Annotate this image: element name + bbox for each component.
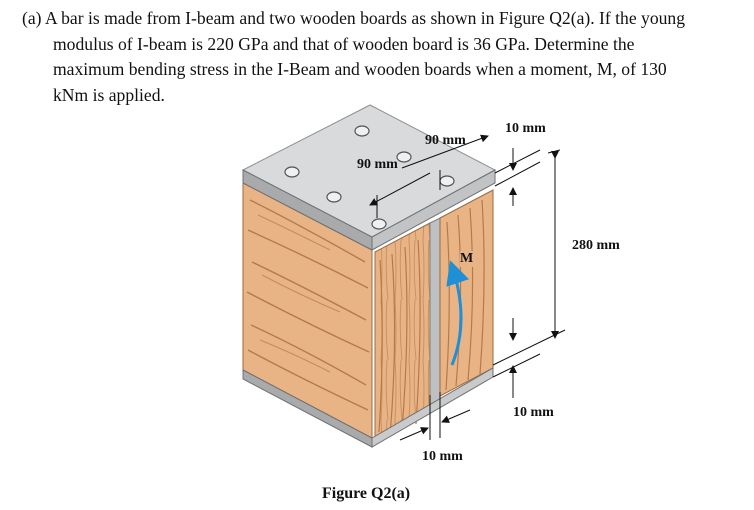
i-beam-web [429,217,441,411]
problem-line-1: (a) A bar is made from I-beam and two wo… [22,8,686,28]
problem-line-3: maximum bending stress in the I-Beam and… [53,59,667,79]
bolt-icon [284,166,300,178]
right-wood-board-side [439,189,494,397]
label-90mm-top: 90 mm [425,133,466,148]
bolt-icon [326,191,342,203]
label-90mm-left: 90 mm [357,157,398,172]
dim-90mm-top [401,134,489,190]
dim-10mm-top-flange [494,148,541,206]
dim-10mm-web [399,392,471,441]
dim-90mm-left [369,172,431,218]
bolt-icon [396,151,412,163]
label-10mm-top-flange: 10 mm [505,121,546,136]
moment-arrow [446,260,470,366]
right-wood-board-front [374,222,431,441]
bolt-icon [354,125,370,137]
label-10mm-bottom-flange: 10 mm [513,405,554,420]
dim-280mm-height [492,149,566,366]
bolt-icon [439,175,455,187]
figure-caption: Figure Q2(a) [322,485,411,502]
problem-line-2: modulus of I-beam is 220 GPa and that of… [53,33,635,54]
bolt-icon [371,218,387,230]
label-280mm: 280 mm [572,238,620,253]
left-wood-board [242,182,373,439]
dim-10mm-bottom-flange [492,318,541,398]
label-moment: M [460,251,474,267]
bolt-heads [284,125,455,230]
problem-line-4: kNm is applied. [53,84,165,105]
label-10mm-web: 10 mm [422,449,463,464]
problem-statement: (a) A bar is made from I-beam and two wo… [22,6,734,108]
top-flange [241,104,497,251]
